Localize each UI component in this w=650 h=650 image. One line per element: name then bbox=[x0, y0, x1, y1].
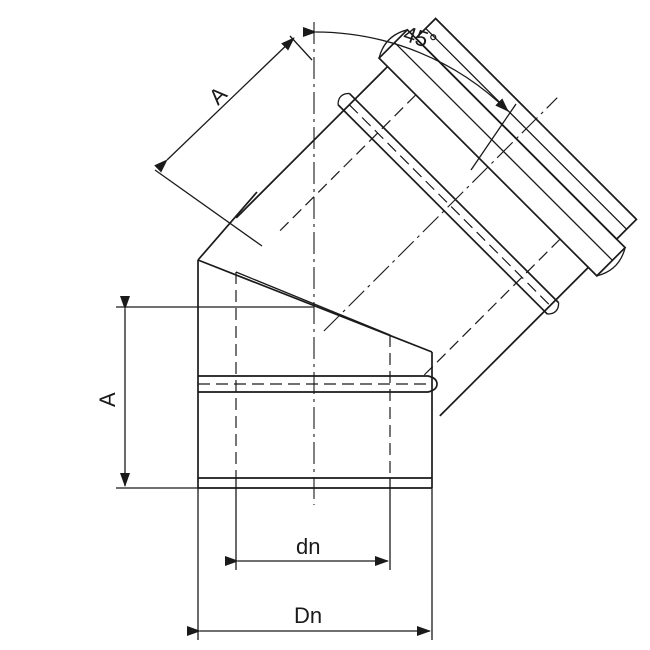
a-angled-label: A bbox=[204, 81, 232, 109]
upper-pipe-segment bbox=[235, 17, 638, 417]
angle-arc bbox=[302, 26, 509, 112]
mitre-outer-line bbox=[197, 259, 433, 353]
dn-dimension: dn bbox=[225, 478, 391, 570]
lower-pipe-segment bbox=[197, 260, 438, 489]
dn-outer-dimension: Dn bbox=[187, 488, 433, 640]
upper-bead-hidden bbox=[348, 104, 551, 307]
upper-bead-ring bbox=[337, 92, 560, 315]
elbow-outer-edge bbox=[197, 191, 258, 261]
lower-bead-outer bbox=[198, 375, 438, 393]
dn-outer-label: Dn bbox=[294, 603, 322, 628]
upper-pipe-right-wall bbox=[439, 266, 589, 417]
a-vertical-dimension: A bbox=[95, 296, 314, 489]
dn-label: dn bbox=[296, 534, 320, 559]
angle-extension-line bbox=[470, 103, 517, 171]
upper-pipe-left-wall bbox=[235, 65, 389, 219]
a-angled-dim-line bbox=[154, 37, 295, 173]
a-angled-ext-1 bbox=[154, 169, 263, 247]
mitre-inner-line bbox=[235, 271, 391, 336]
upper-inner-right-hidden bbox=[423, 238, 561, 376]
a-angled-dimension: A bbox=[154, 35, 313, 247]
a-angled-ext-2 bbox=[289, 35, 313, 61]
mitre-joint bbox=[197, 191, 433, 353]
upper-inner-left-hidden bbox=[279, 94, 417, 232]
angle-label: 45° bbox=[400, 21, 439, 55]
a-vertical-label: A bbox=[95, 392, 120, 407]
upper-axis-centerline bbox=[323, 97, 558, 332]
